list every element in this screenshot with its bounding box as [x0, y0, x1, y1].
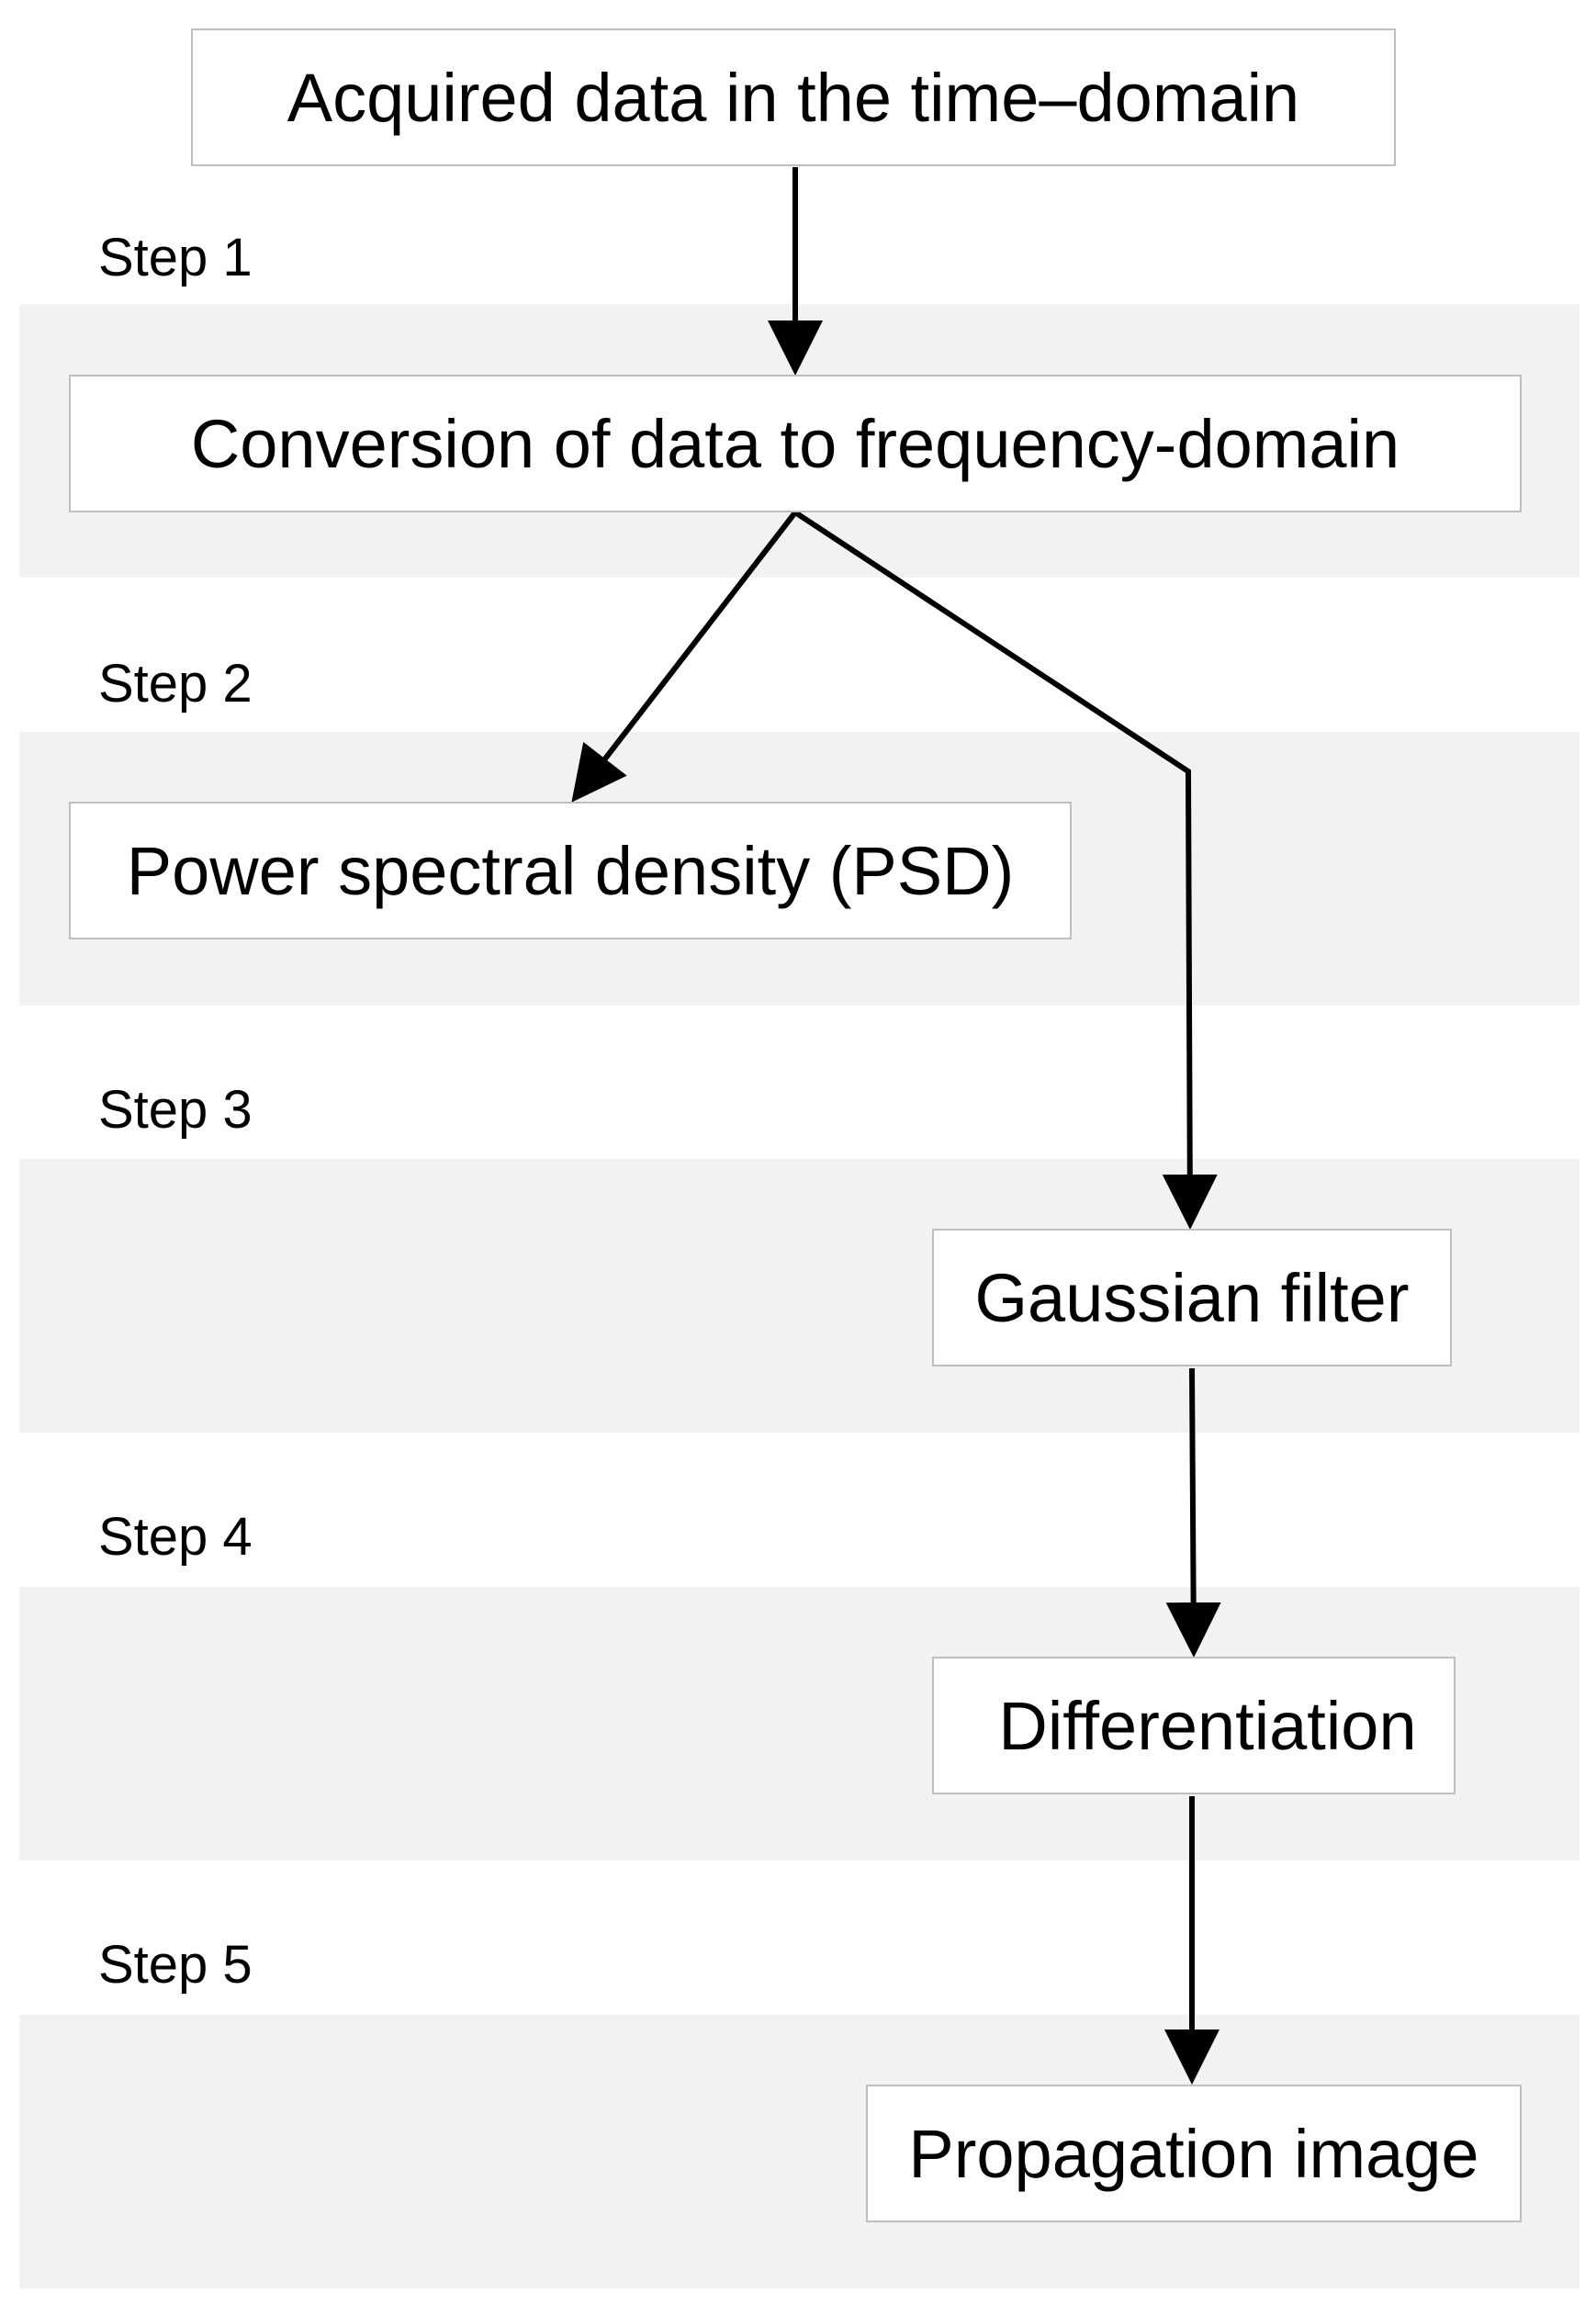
- node-propagation-image: Propagation image: [866, 2085, 1522, 2222]
- step-4-label: Step 4: [98, 1507, 253, 1567]
- step-1-label: Step 1: [98, 228, 253, 287]
- node-gaussian-filter: Gaussian filter: [932, 1229, 1452, 1366]
- arrow-gaussian-to-differentiation: [1165, 1367, 1221, 1658]
- arrow-conversion-to-gaussian: [793, 510, 1218, 1230]
- node-acquired-data: Acquired data in the time–domain: [191, 28, 1396, 166]
- step-3-label: Step 3: [98, 1080, 253, 1140]
- step-2-label: Step 2: [98, 654, 253, 714]
- node-differentiation: Differentiation: [932, 1657, 1456, 1794]
- step-5-label: Step 5: [98, 1935, 253, 1995]
- node-frequency-conversion: Conversion of data to frequency-domain: [69, 375, 1522, 512]
- arrow-conversion-to-psd: [571, 511, 798, 803]
- node-power-spectral-density: Power spectral density (PSD): [69, 802, 1072, 939]
